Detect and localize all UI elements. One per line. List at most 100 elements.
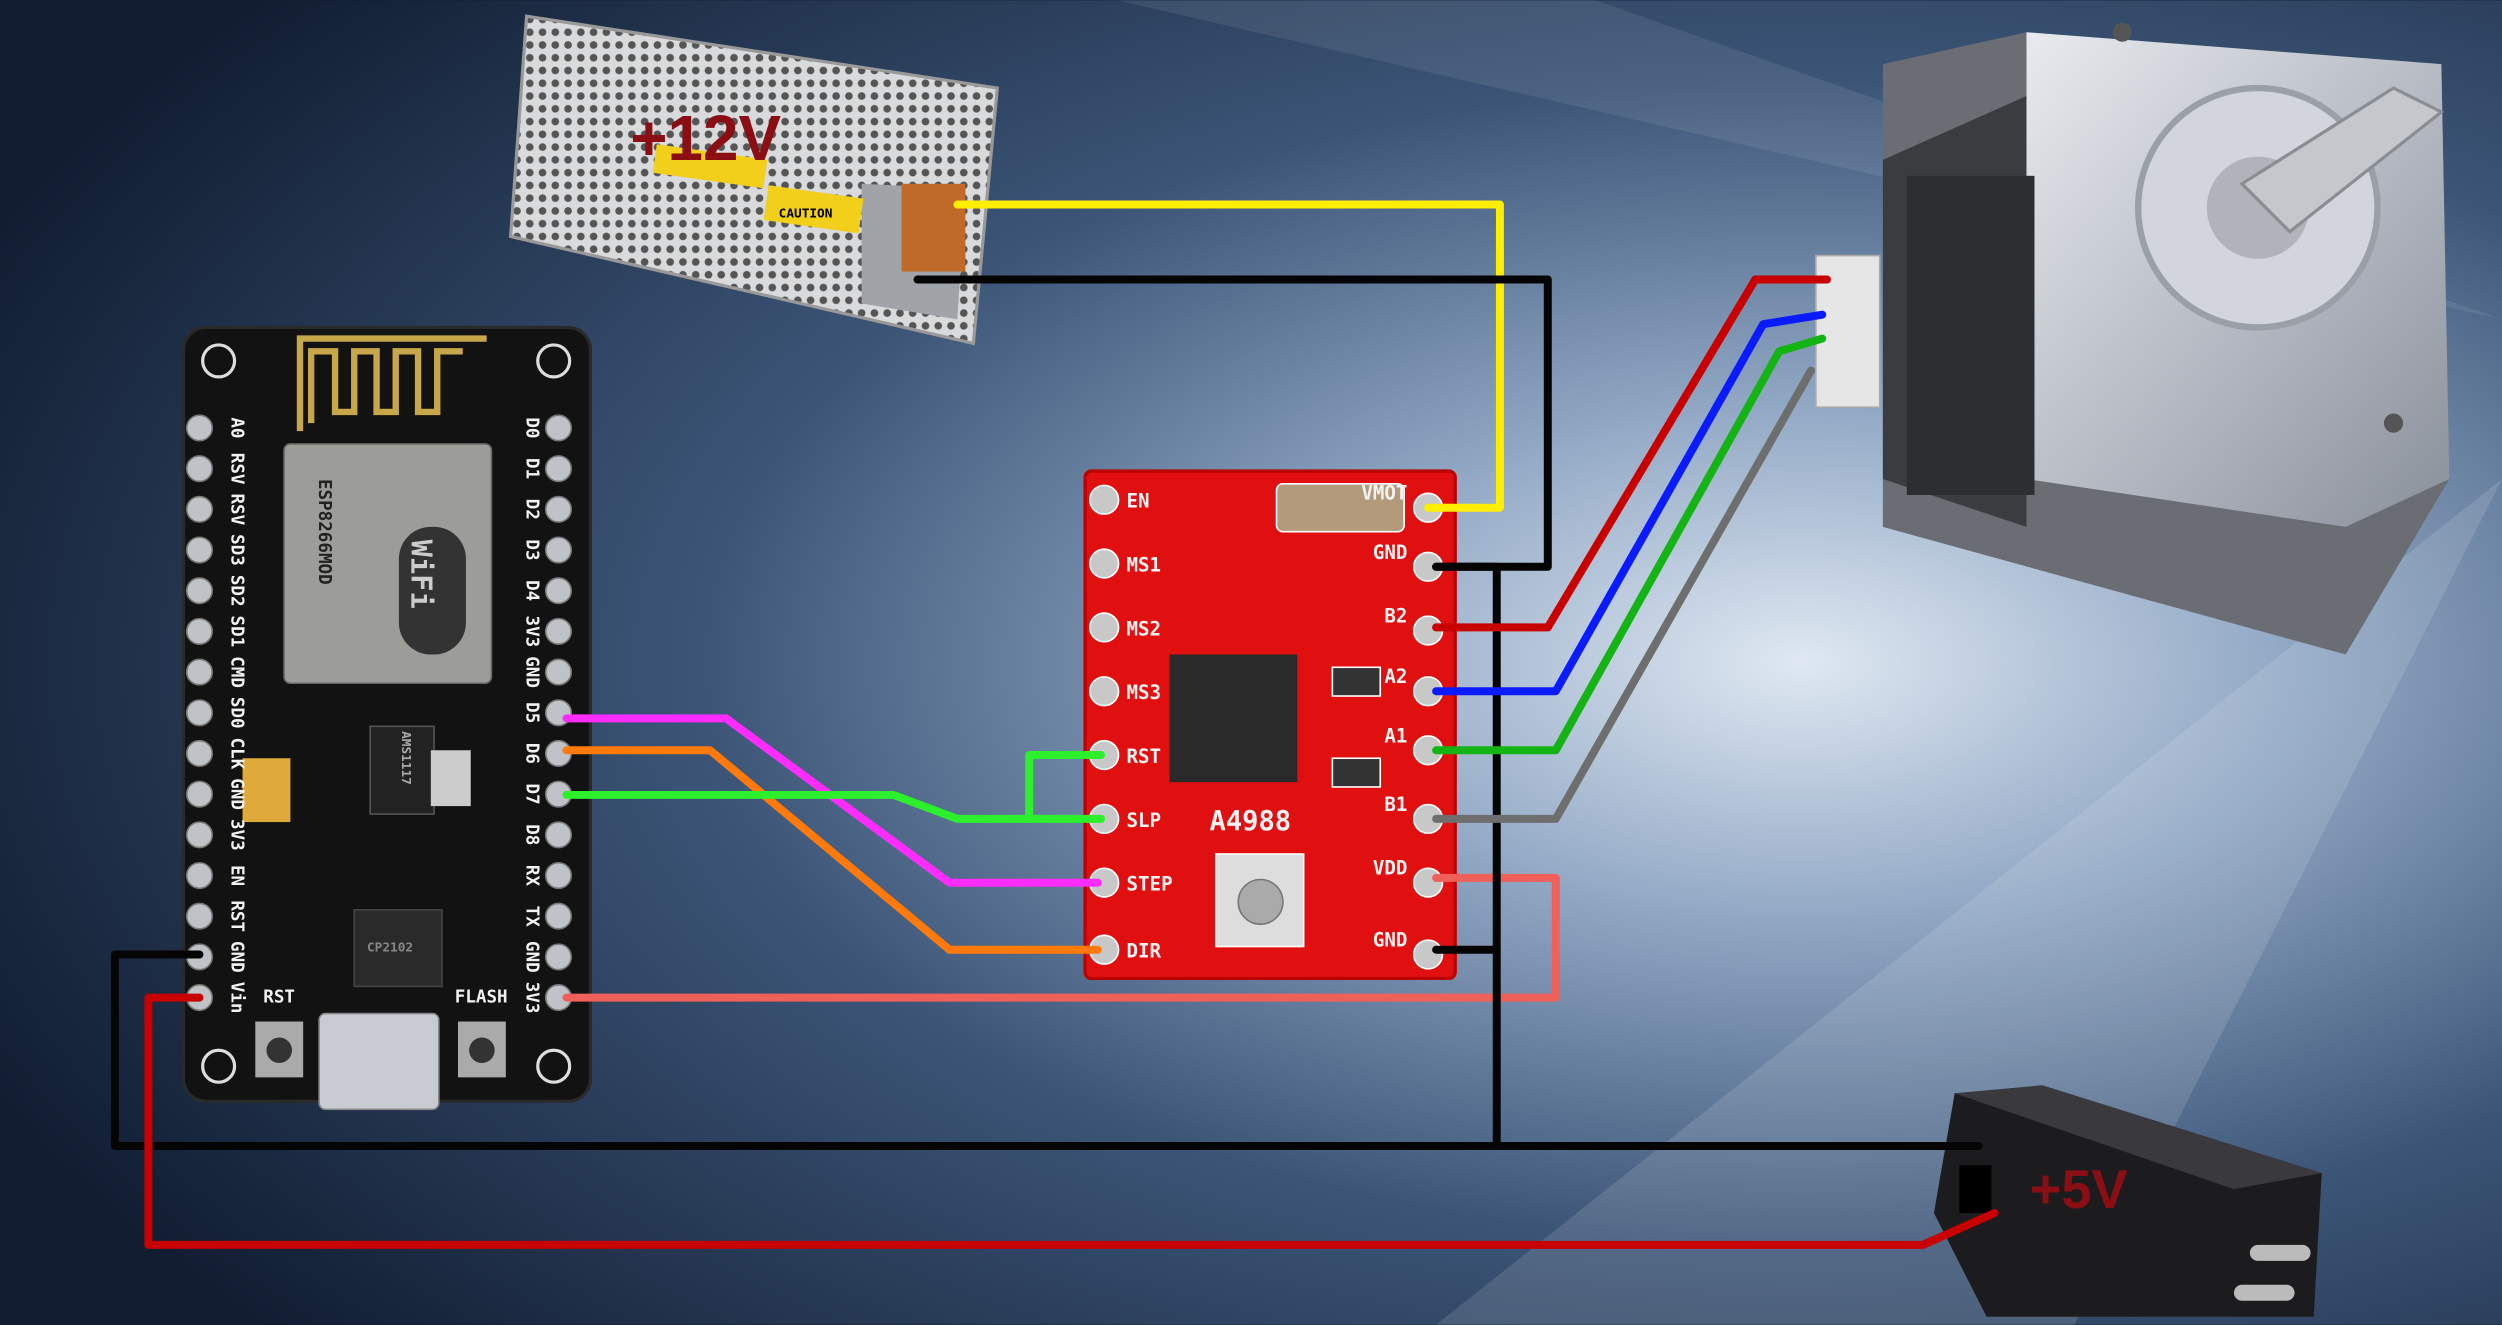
driver-pin-label-left: SLP [1127,809,1162,832]
wire-rst-slp-bridge [1025,751,1105,823]
pin-label-right: D3 [522,539,542,560]
wire-common-ground [110,950,1983,1150]
rst-button-label: RST [263,987,295,1007]
pin-label-left: GND [226,941,246,973]
pin-label-left: SD2 [226,575,246,607]
driver-pin-label-right: GND [1373,541,1408,564]
pin-label-right: 3V3 [522,616,542,648]
driver-pin-label-right: B2 [1384,605,1407,628]
usb-chip-label: CP2102 [367,940,413,955]
pin-label-left: CLK [226,738,246,770]
pin-header [544,577,573,605]
pin-header [185,495,214,523]
pin-label-right: D5 [522,702,542,723]
pin-header [544,861,573,890]
stepper-motor [1815,22,2450,655]
caution-label: CAUTION [779,206,833,221]
driver-pin-label-left: MS2 [1127,617,1162,640]
driver-chip [1169,654,1298,783]
driver-pin-label-right: A1 [1384,724,1407,747]
driver-pin-label-left: DIR [1127,940,1162,963]
antenna-trace [296,335,487,432]
power-supply-label: +12V [630,102,781,174]
pin-header [185,658,214,686]
driver-pin-label-left: EN [1127,490,1150,513]
capacitor [242,758,291,823]
usb-chip [353,909,443,988]
pin-header [1089,612,1120,643]
pin-header [544,536,573,564]
pin-label-left: SD3 [226,534,246,566]
driver-name: A4988 [1210,806,1292,837]
pin-header [185,617,214,645]
pin-header [544,821,573,849]
driver-pin-label-right: GND [1373,929,1408,952]
pin-label-left: SD0 [226,697,246,729]
motor-shaft [2239,86,2445,234]
pin-header [544,943,573,971]
pin-header [1412,867,1444,898]
pin-label-right: D1 [522,458,542,479]
pin-label-right: D2 [522,499,542,520]
capacitor [1275,482,1405,533]
pin-label-left: Vin [226,982,246,1014]
pin-header [185,902,214,930]
driver-pin-label-left: STEP [1127,873,1173,896]
charger-label: +5V [2030,1160,2128,1220]
pin-label-right: D0 [522,417,542,438]
pin-header [185,577,214,605]
pin-label-left: 3V3 [226,819,246,851]
pin-label-left: A0 [226,417,246,438]
wire-dir-d6 [562,746,1102,954]
wires [110,200,1999,1249]
pin-header [1089,484,1120,515]
terminal-block [901,183,966,272]
pin-label-right: D4 [522,580,542,601]
pin-label-right: RX [522,865,542,887]
charger-5v: +5V [1933,1085,2322,1317]
pin-header [1412,939,1444,970]
wire-motor-b1 [1432,366,1816,823]
power-supply-12v: CAUTION +12V [508,14,1000,346]
micro-usb-port [318,1012,440,1111]
nodemcu-board: ESP8266MOD WiFi AMS1117 CP2102 RST FLASH… [181,325,592,1111]
driver-pin-label-left: MS1 [1127,554,1162,577]
wifi-logo: WiFi [405,540,439,609]
pin-label-right: D7 [522,784,542,805]
wire-5v-vin [144,993,1999,1249]
driver-pin-label-right: VDD [1373,857,1408,880]
wire-step-d5 [562,714,1102,887]
pin-header [544,495,573,523]
pin-header [544,414,573,442]
pin-header [1089,676,1120,707]
driver-pin-label-right: A2 [1384,665,1407,688]
driver-pin-label-right: B1 [1384,793,1407,816]
pin-label-left: RST [226,900,246,932]
pin-label-left: EN [226,865,246,886]
flash-button-label: FLASH [455,987,508,1007]
wire-motor-a2 [1432,310,1827,696]
pin-label-right: 3V3 [522,982,542,1014]
wire-motor-a1 [1432,334,1827,755]
a4988-driver: A4988 ENMS1MS2MS3RSTSLPSTEPDIRVMOTGNDB2A… [1083,469,1457,981]
pin-header [185,455,214,483]
pin-header [544,617,573,645]
wire-motor-b2 [1432,275,1832,632]
pin-header [185,821,214,849]
pin-header [185,536,214,564]
pin-header [544,658,573,686]
pin-label-right: TX [522,906,542,928]
pin-header [185,739,214,768]
pin-header [185,780,214,808]
pin-label-left: RSV [226,493,246,525]
pin-label-right: GND [522,656,542,688]
pin-label-right: GND [522,941,542,973]
pin-header [185,861,214,890]
driver-pin-label-right: VMOT [1361,482,1407,505]
pin-label-left: CMD [226,656,246,688]
regulator-label: AMS1117 [398,731,413,785]
pin-label-left: RSV [226,453,246,485]
pin-label-left: GND [226,778,246,810]
pin-header [185,699,214,727]
